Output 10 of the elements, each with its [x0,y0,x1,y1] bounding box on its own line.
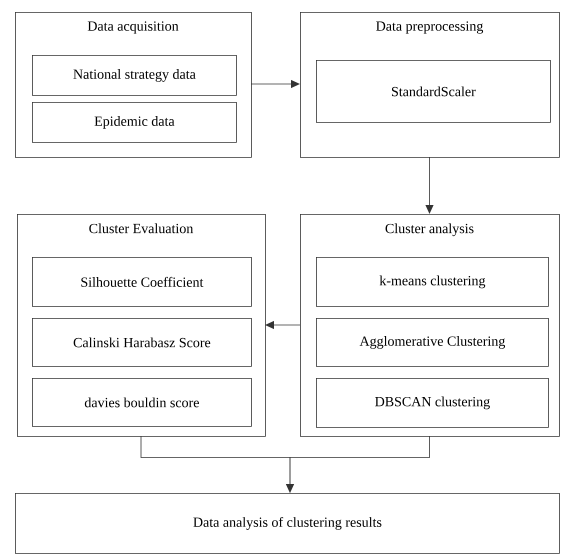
process-box: davies bouldin score [32,378,252,427]
process-box: Calinski Harabasz Score [32,318,252,367]
process-box: Data analysis of clustering results [15,492,560,554]
process-box: Agglomerative Clustering [316,318,549,367]
process-box: Silhouette Coefficient [32,257,252,307]
process-box: Epidemic data [32,102,237,143]
process-box: StandardScaler [316,60,551,123]
process-box: National strategy data [32,55,237,96]
process-box: k-means clustering [316,257,549,307]
process-box: DBSCAN clustering [316,378,549,428]
